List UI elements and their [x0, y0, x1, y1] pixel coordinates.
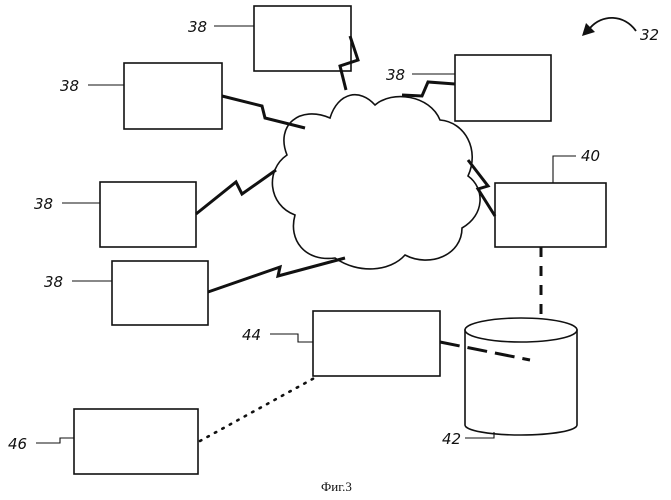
client-box-upper-left — [124, 63, 222, 129]
link-bolt-middle-left — [196, 170, 276, 214]
label-46: 46 — [8, 435, 27, 453]
network-cloud — [272, 95, 480, 269]
remote-box — [74, 409, 198, 474]
remote-terminal-link — [200, 376, 318, 441]
label-44: 44 — [242, 326, 261, 344]
label-32: 32 — [640, 26, 659, 44]
terminal-box — [313, 311, 440, 376]
server-box — [495, 183, 606, 247]
system-arrow — [590, 18, 636, 31]
client-box-lower-left — [112, 261, 208, 325]
figure-caption: Фиг.3 — [321, 479, 352, 494]
label-38-lower-left: 38 — [44, 273, 63, 291]
link-bolt-upper-right — [402, 82, 455, 96]
label-38-upper-right: 38 — [386, 66, 405, 84]
client-box-top — [254, 6, 351, 71]
label-38-top: 38 — [188, 18, 207, 36]
client-box-upper-right — [455, 55, 551, 121]
label-38-middle-left: 38 — [34, 195, 53, 213]
leader-46 — [36, 438, 74, 443]
leader-40 — [553, 156, 576, 183]
link-bolt-lower-left — [208, 258, 345, 292]
label-38-upper-left: 38 — [60, 77, 79, 95]
database-cylinder — [465, 318, 577, 435]
leader-44 — [270, 334, 313, 342]
label-42: 42 — [442, 430, 461, 448]
label-40: 40 — [581, 147, 600, 165]
client-box-middle-left — [100, 182, 196, 247]
